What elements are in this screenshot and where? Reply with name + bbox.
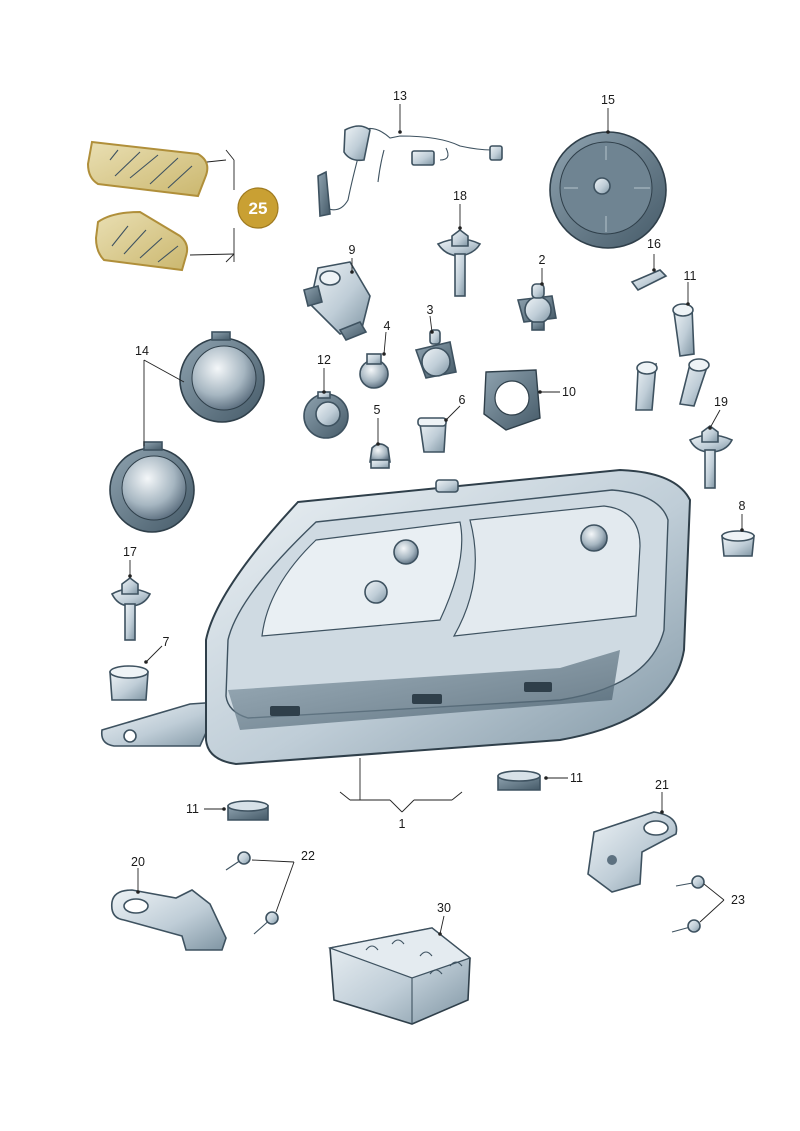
callout-label-9: 9 — [349, 243, 356, 257]
callout-8: 8 — [739, 499, 746, 532]
callout-label-5: 5 — [374, 403, 381, 417]
buffer-11-right — [497, 770, 541, 791]
headlight-housing — [100, 468, 692, 766]
bulb-2 — [516, 283, 557, 331]
callout-label-1: 1 — [399, 817, 406, 831]
nut-insert-7 — [109, 665, 149, 701]
callout-11-right: 11 — [544, 771, 583, 785]
callout-20: 19 — [708, 395, 728, 430]
nut-insert-8 — [721, 530, 755, 557]
callout-label-20: 19 — [714, 395, 728, 409]
callout-label-11-left: 11 — [186, 802, 199, 816]
callout-2: 2 — [539, 253, 546, 286]
callout-label-16: 15 — [601, 93, 615, 107]
screw-23-lower-right — [671, 919, 701, 933]
bulb-socket-left — [635, 361, 658, 411]
lamp-cap-lower — [109, 441, 195, 533]
callout-19: 18 — [453, 189, 467, 230]
callout-label-4: 4 — [384, 319, 391, 333]
bolt-18 — [110, 577, 152, 641]
callout-18: 17 — [123, 545, 137, 578]
callout-label-23-right: 23 — [731, 893, 745, 907]
callout-label-14: 13 — [393, 89, 407, 103]
callout-label-22: 21 — [655, 778, 669, 792]
callout-23-left: 22 — [251, 849, 315, 913]
socket-13 — [303, 391, 349, 439]
bulb-socket-upper — [672, 303, 695, 357]
callout-label-18: 17 — [123, 545, 137, 559]
callout-4: 4 — [382, 319, 391, 356]
callout-6: 6 — [444, 393, 466, 422]
bulb-socket-right — [679, 358, 710, 407]
callout-3: 3 — [427, 303, 434, 334]
callout-label-30: 30 — [437, 901, 451, 915]
screw-23-lower-left — [253, 911, 279, 935]
callout-10: 10 — [538, 385, 576, 399]
callout-21: 20 — [131, 855, 145, 894]
callout-label-15: 14 — [135, 344, 149, 358]
callout-label-3: 3 — [427, 303, 434, 317]
bracket-21 — [110, 889, 227, 951]
bolt-19 — [436, 229, 482, 297]
callout-7: 7 — [144, 635, 170, 664]
bulb-3 — [414, 329, 457, 379]
callout-11-left: 11 — [186, 802, 226, 816]
callout-label-17: 16 — [647, 237, 661, 251]
callout-label-19: 18 — [453, 189, 467, 203]
callout-5: 5 — [374, 403, 381, 446]
lamp-cap-upper — [179, 331, 265, 423]
wiring-harness — [317, 125, 503, 217]
protective-film-lower — [94, 210, 189, 272]
callout-label-11-right: 11 — [570, 771, 583, 785]
callout-23-right: 23 — [699, 883, 745, 923]
callout-13: 12 — [317, 353, 331, 394]
bracket-22 — [587, 811, 678, 893]
bolt-20 — [688, 425, 734, 489]
bulb-5 — [369, 443, 391, 469]
buffer-11-left — [227, 800, 269, 821]
callout-1: 1 — [339, 758, 463, 831]
callout-label-8: 8 — [739, 499, 746, 513]
callout-label-7: 7 — [163, 635, 170, 649]
gasket-10 — [483, 369, 541, 431]
callout-16: 15 — [601, 93, 615, 134]
callout-label-10: 10 — [562, 385, 576, 399]
callout-12: 11 — [684, 269, 697, 306]
callout-label-12: 11 — [684, 269, 697, 283]
callout-label-2: 2 — [539, 253, 546, 267]
screw-23-upper-left — [225, 851, 251, 871]
sealing-kit-box — [327, 927, 472, 1025]
callout-badge-25: 25 — [237, 187, 279, 229]
callout-9: 9 — [349, 243, 356, 274]
callout-14: 13 — [393, 89, 407, 134]
callout-label-6: 6 — [459, 393, 466, 407]
cover-cap — [549, 131, 667, 249]
callout-17: 16 — [647, 237, 661, 272]
callout-label-21: 20 — [131, 855, 145, 869]
callout-25-leaders — [189, 149, 235, 263]
callout-15: 14 — [135, 344, 185, 446]
callout-label-13: 12 — [317, 353, 331, 367]
callout-22: 21 — [655, 778, 669, 814]
headlight-range-actuator — [303, 261, 371, 341]
socket-6 — [417, 417, 447, 453]
bulb-4 — [359, 353, 389, 389]
protective-film-upper — [86, 140, 209, 198]
callout-label-25: 25 — [249, 199, 268, 218]
clip-17 — [630, 269, 668, 292]
screw-23-upper-right — [675, 875, 705, 889]
callout-30: 30 — [437, 901, 451, 936]
callout-label-23-left: 22 — [301, 849, 315, 863]
